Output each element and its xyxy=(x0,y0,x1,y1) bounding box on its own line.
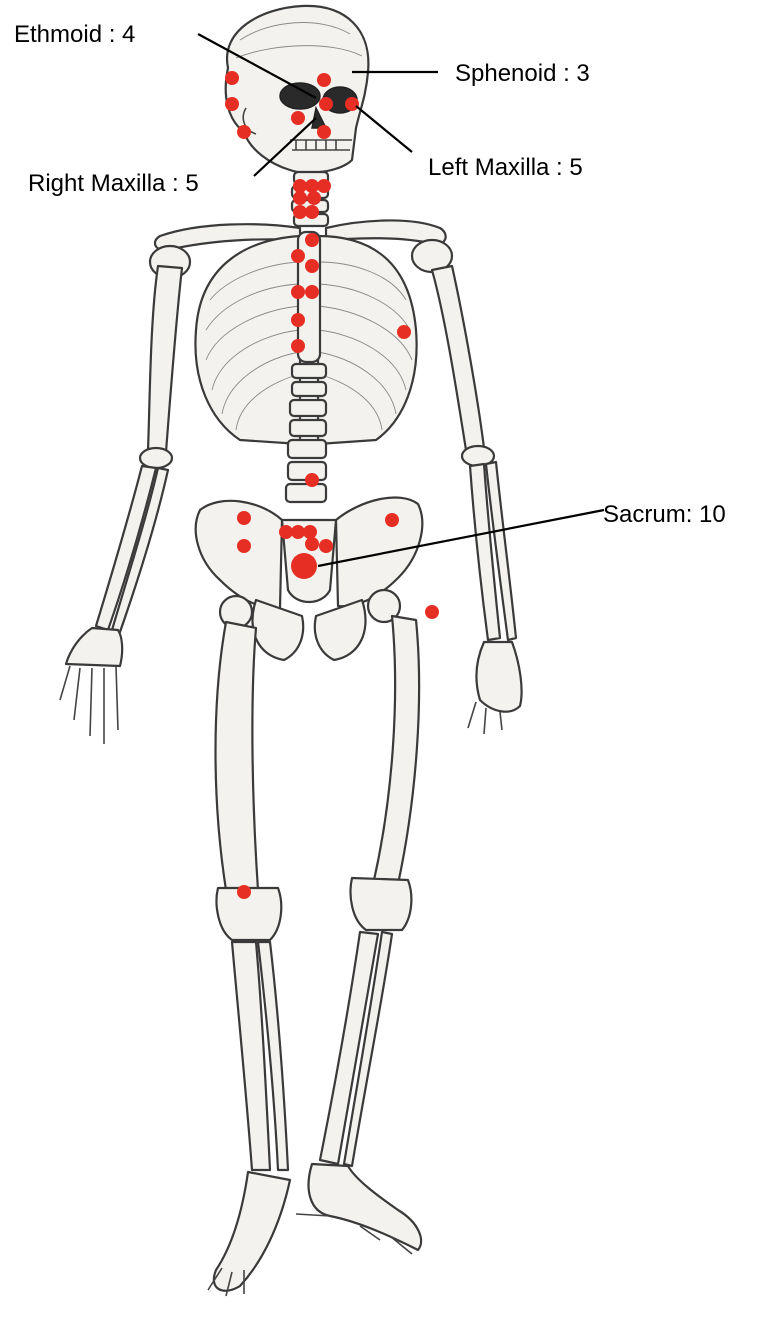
ethmoid-label: Ethmoid : 4 xyxy=(14,21,135,48)
marker-dot xyxy=(291,249,305,263)
marker-dot xyxy=(385,513,399,527)
right-maxilla-label: Right Maxilla : 5 xyxy=(28,170,199,197)
marker-dot xyxy=(425,605,439,619)
marker-dot xyxy=(291,339,305,353)
marker-dot xyxy=(319,539,333,553)
marker-dot xyxy=(237,511,251,525)
marker-dot xyxy=(305,473,319,487)
marker-dot xyxy=(291,285,305,299)
marker-dot xyxy=(305,233,319,247)
marker-dot xyxy=(305,537,319,551)
marker-dot xyxy=(305,179,319,193)
marker-dot xyxy=(305,259,319,273)
marker-dot xyxy=(305,205,319,219)
marker-dot xyxy=(345,97,359,111)
marker-dot xyxy=(293,191,307,205)
left-maxilla-label: Left Maxilla : 5 xyxy=(428,154,583,181)
marker-dot xyxy=(237,539,251,553)
marker-dot xyxy=(305,285,319,299)
right-leg xyxy=(208,622,290,1296)
marker-dot xyxy=(291,313,305,327)
sacrum-label: Sacrum: 10 xyxy=(603,501,726,528)
marker-dot xyxy=(317,73,331,87)
marker-dot xyxy=(317,179,331,193)
marker-dot xyxy=(319,97,333,111)
left-arm xyxy=(432,266,522,734)
marker-dot xyxy=(293,179,307,193)
sphenoid-label: Sphenoid : 3 xyxy=(455,60,590,87)
skeleton-drawing xyxy=(60,6,522,1296)
marker-dot xyxy=(237,125,251,139)
skull xyxy=(226,6,369,173)
marker-dot xyxy=(279,525,293,539)
marker-dot xyxy=(307,191,321,205)
marker-dot xyxy=(303,525,317,539)
marker-dot xyxy=(397,325,411,339)
sacrum-marker xyxy=(291,553,317,579)
marker-dot xyxy=(291,111,305,125)
left-maxilla-leader-line xyxy=(356,106,412,152)
marker-dot xyxy=(237,885,251,899)
marker-dot xyxy=(317,125,331,139)
right-arm xyxy=(60,266,182,744)
marker-dot xyxy=(291,525,305,539)
marker-dot xyxy=(293,205,307,219)
marker-dot xyxy=(225,71,239,85)
left-leg xyxy=(296,616,421,1254)
marker-dot xyxy=(225,97,239,111)
